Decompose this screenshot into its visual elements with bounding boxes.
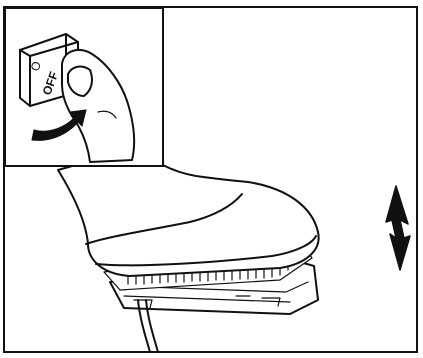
inset-panel: O OFF xyxy=(5,8,163,166)
